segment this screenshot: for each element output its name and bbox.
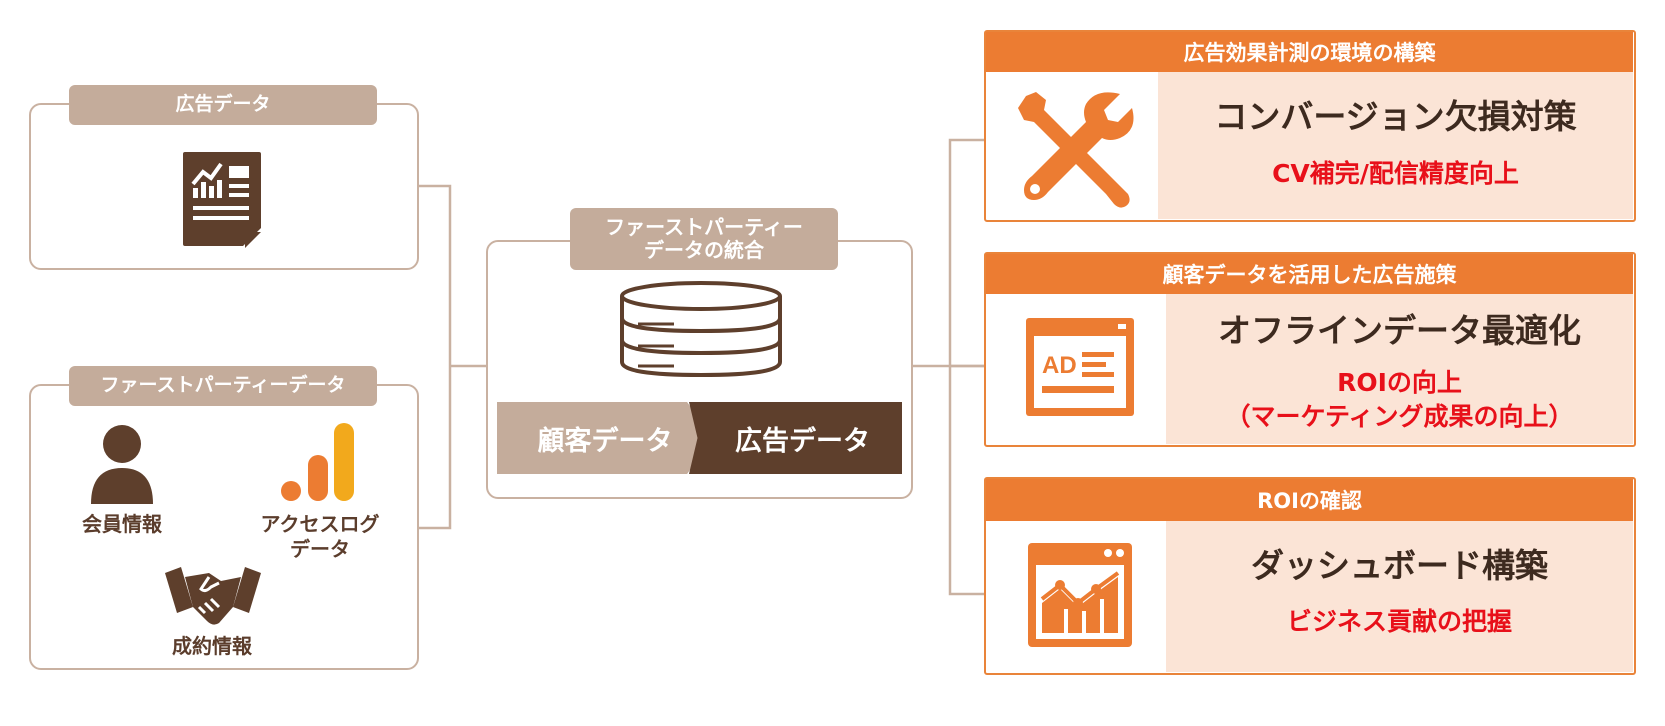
integration-label: ファーストパーティー データの統合 xyxy=(570,208,838,270)
panel-subtitle-line1: ROIの向上 xyxy=(1337,368,1462,397)
integration-label-line2: データの統合 xyxy=(644,238,764,262)
panel-content xyxy=(1166,521,1633,672)
panel-header: 顧客データを活用した広告施策 xyxy=(986,254,1633,294)
access-log-line1: アクセスログ xyxy=(260,512,380,536)
panel-content xyxy=(1166,294,1633,444)
panel-offline-optimization: 顧客データを活用した広告施策 AD オフラインデータ最適化 ROIの向上 （マー… xyxy=(984,252,1636,447)
panel-header: ROIの確認 xyxy=(986,479,1633,521)
first-party-label: ファーストパーティーデータ xyxy=(69,366,377,406)
report-document-icon xyxy=(181,150,271,250)
panel-subtitle: CV補完/配信精度向上 xyxy=(1272,159,1519,188)
handshake-icon xyxy=(163,563,263,631)
contract-info-label: 成約情報 xyxy=(172,634,252,658)
ad-window-icon: AD xyxy=(1024,316,1136,418)
panel-subtitle: ビジネス貢献の把握 xyxy=(1286,607,1512,636)
panel-roi-dashboard: ROIの確認 ダッシュボード構築 ビジネス貢献の把握 xyxy=(984,477,1636,675)
access-log-line2: データ xyxy=(290,537,350,561)
panel-title: ダッシュボード構築 xyxy=(1251,546,1548,585)
svg-text:AD: AD xyxy=(1042,352,1077,379)
panel-content xyxy=(1158,72,1633,219)
database-icon xyxy=(618,280,784,378)
panel-subtitle: ROIの向上 （マーケティング成果の向上） xyxy=(1166,366,1633,434)
panel-title: オフラインデータ最適化 xyxy=(1218,311,1581,350)
ad-data-label: 広告データ xyxy=(69,85,377,125)
panel-subtitle-line2: （マーケティング成果の向上） xyxy=(1225,401,1574,431)
integration-label-line1: ファーストパーティー xyxy=(605,215,803,239)
panel-title: コンバージョン欠損対策 xyxy=(1214,97,1577,136)
wrench-screwdriver-icon xyxy=(1016,90,1136,210)
panel-header: 広告効果計測の環境の構築 xyxy=(986,32,1633,72)
panel-cv-measurement: 広告効果計測の環境の構築 コンバージョン欠損対策 CV補完/配信精度向上 xyxy=(984,30,1636,222)
person-icon xyxy=(89,424,155,504)
bar-chart-icon xyxy=(280,421,356,503)
dashboard-chart-icon xyxy=(1026,541,1134,649)
access-log-label: アクセスログ データ xyxy=(240,512,400,562)
member-info-label: 会員情報 xyxy=(82,512,162,536)
ad-data-chevron: 広告データ xyxy=(689,402,902,474)
customer-data-chevron: 顧客データ xyxy=(497,402,713,474)
